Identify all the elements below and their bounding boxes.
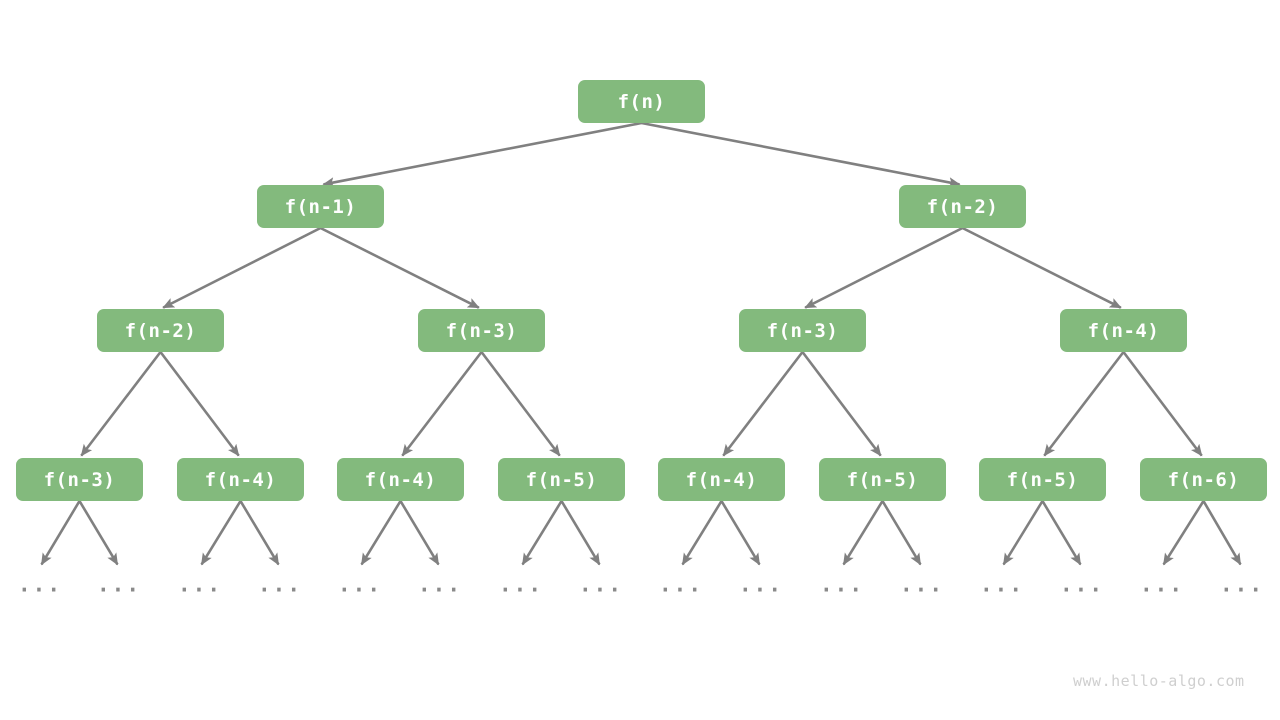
watermark: www.hello-algo.com (1073, 672, 1245, 690)
tree-edge (722, 351, 804, 457)
tree-node: f(n) (578, 80, 705, 123)
ellipsis-marker: ... (659, 572, 703, 597)
tree-edge (1041, 500, 1082, 566)
ellipsis-marker: ... (499, 572, 543, 597)
tree-node: f(n-2) (899, 185, 1026, 228)
tree-edge (399, 500, 440, 566)
tree-node: f(n-6) (1140, 458, 1267, 501)
tree-node: f(n-5) (979, 458, 1106, 501)
tree-edge (78, 500, 119, 566)
tree-edge (641, 121, 961, 188)
ellipsis-marker: ... (579, 572, 623, 597)
tree-edge (1043, 351, 1125, 457)
ellipsis-marker: ... (418, 572, 462, 597)
tree-edge (200, 500, 242, 566)
tree-node: f(n-5) (498, 458, 625, 501)
tree-edge (1002, 500, 1044, 566)
tree-edge (401, 351, 483, 457)
ellipsis-marker: ... (820, 572, 864, 597)
ellipsis-marker: ... (900, 572, 944, 597)
tree-node: f(n-3) (418, 309, 545, 352)
tree-node: f(n-1) (257, 185, 384, 228)
tree-edge (560, 500, 601, 566)
ellipsis-marker: ... (178, 572, 222, 597)
tree-edge (360, 500, 402, 566)
tree-edge (480, 351, 561, 457)
tree-edge (239, 500, 280, 566)
ellipsis-marker: ... (258, 572, 302, 597)
tree-node: f(n-4) (177, 458, 304, 501)
tree-edge (159, 351, 240, 457)
tree-edge (322, 121, 642, 188)
tree-edge (804, 226, 964, 309)
tree-edge (681, 500, 723, 566)
tree-node: f(n-4) (337, 458, 464, 501)
ellipsis-marker: ... (18, 572, 62, 597)
tree-node: f(n-4) (658, 458, 785, 501)
tree-edge (961, 226, 1122, 309)
tree-edge (881, 500, 922, 566)
ellipsis-marker: ... (980, 572, 1024, 597)
tree-edge (1122, 351, 1203, 457)
ellipsis-marker: ... (338, 572, 382, 597)
tree-node: f(n-3) (739, 309, 866, 352)
tree-edge (720, 500, 761, 566)
tree-edge (162, 226, 322, 309)
tree-edge (40, 500, 81, 566)
ellipsis-marker: ... (1220, 572, 1264, 597)
tree-edge (80, 351, 162, 457)
ellipsis-marker: ... (97, 572, 141, 597)
tree-node: f(n-3) (16, 458, 143, 501)
tree-node: f(n-5) (819, 458, 946, 501)
tree-edge (319, 226, 480, 309)
ellipsis-marker: ... (1060, 572, 1104, 597)
tree-edge (1162, 500, 1205, 566)
tree-edge (521, 500, 563, 566)
tree-edge (801, 351, 882, 457)
tree-edge (1202, 500, 1242, 566)
tree-node: f(n-2) (97, 309, 224, 352)
ellipsis-marker: ... (739, 572, 783, 597)
ellipsis-marker: ... (1140, 572, 1184, 597)
tree-node: f(n-4) (1060, 309, 1187, 352)
tree-edge (842, 500, 884, 566)
